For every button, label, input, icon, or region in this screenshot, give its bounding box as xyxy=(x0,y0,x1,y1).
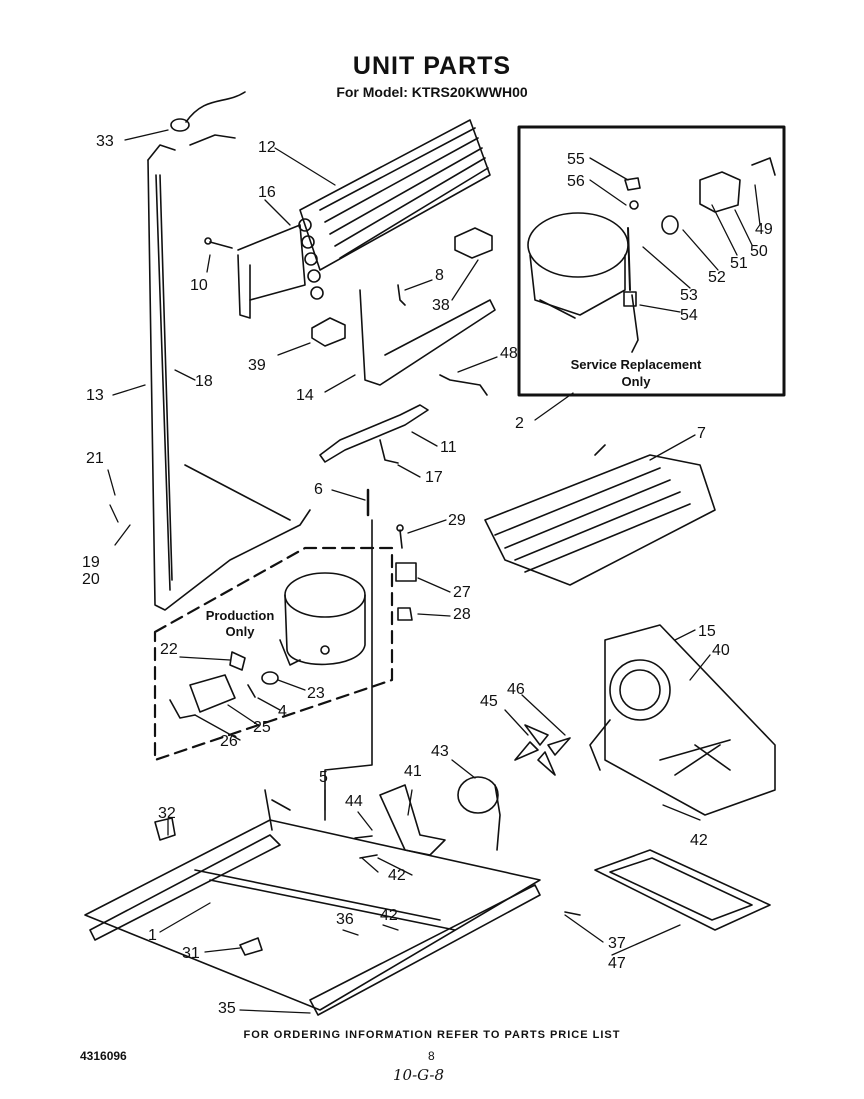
sensor-33 xyxy=(170,118,190,132)
leader-lines xyxy=(107,129,761,1014)
callout-47: 47 xyxy=(608,955,626,972)
model-subtitle: For Model: KTRS20KWWH00 xyxy=(336,84,528,100)
callout-20: 20 xyxy=(82,571,100,588)
callout-45: 45 xyxy=(480,693,498,710)
callout-43: 43 xyxy=(431,743,449,760)
callout-54: 54 xyxy=(680,307,698,324)
page-title: UNIT PARTS xyxy=(352,52,512,80)
clip-31 xyxy=(239,937,263,956)
compressor-service xyxy=(527,212,639,353)
callout-26: 26 xyxy=(220,733,238,750)
callout-11: 11 xyxy=(440,439,457,456)
tube-14 xyxy=(359,289,496,386)
callout-32: 32 xyxy=(158,805,176,822)
callout-16: 16 xyxy=(258,184,276,201)
callout-48: 48 xyxy=(500,345,518,362)
block-38 xyxy=(454,227,493,259)
callout-1: 1 xyxy=(148,927,157,944)
callout-56: 56 xyxy=(567,173,585,190)
block-39 xyxy=(311,317,346,347)
callout-29: 29 xyxy=(448,512,466,529)
callout-19: 19 xyxy=(82,554,100,571)
callout-41: 41 xyxy=(404,763,422,780)
callout-55: 55 xyxy=(567,151,585,168)
production-box-label-line1: Production xyxy=(206,608,275,623)
callout-49: 49 xyxy=(755,221,773,238)
condenser-coil-12 xyxy=(237,119,491,319)
callout-28: 28 xyxy=(453,606,471,623)
service-replacement-box xyxy=(517,125,786,397)
callout-23: 23 xyxy=(307,685,325,702)
callout-7: 7 xyxy=(697,425,706,442)
clip-32 xyxy=(154,817,176,841)
callout-52: 52 xyxy=(708,269,726,286)
evaporator-7 xyxy=(484,444,716,586)
callout-33: 33 xyxy=(96,133,114,150)
base-frame-1 xyxy=(84,789,541,1016)
callout-13: 13 xyxy=(86,387,104,404)
callout-51: 51 xyxy=(730,255,748,272)
ordering-note: FOR ORDERING INFORMATION REFER TO PARTS … xyxy=(243,1029,621,1041)
callout-5: 5 xyxy=(319,769,328,786)
compressor-production xyxy=(279,572,366,666)
relay-50 xyxy=(699,171,741,213)
callout-46: 46 xyxy=(507,681,525,698)
callout-25: 25 xyxy=(253,719,271,736)
drier-11 xyxy=(319,404,429,463)
callout-31: 31 xyxy=(182,945,200,962)
grommet-22 xyxy=(229,651,246,671)
production-only-box xyxy=(153,546,394,762)
callout-15: 15 xyxy=(698,623,716,640)
tube-loop xyxy=(147,159,311,611)
callout-39: 39 xyxy=(248,357,266,374)
callout-10: 10 xyxy=(190,277,208,294)
callout-44: 44 xyxy=(345,793,363,810)
handwritten-note: 10-G-8 xyxy=(393,1066,445,1084)
callout-42-motor: 42 xyxy=(388,867,406,884)
callout-22: 22 xyxy=(160,641,178,658)
callout-50: 50 xyxy=(750,243,768,260)
fan-motor-43 xyxy=(457,776,499,814)
service-box-label-line1: Service Replacement xyxy=(571,357,702,372)
callout-4: 4 xyxy=(278,703,287,720)
callout-40: 40 xyxy=(712,642,730,659)
production-box-label-line2: Only xyxy=(226,624,256,639)
service-box-label-line2: Only xyxy=(622,374,652,389)
callout-17: 17 xyxy=(425,469,443,486)
tube-top xyxy=(147,144,176,161)
callout-14: 14 xyxy=(296,387,314,404)
callout-42-right: 42 xyxy=(690,832,708,849)
callout-18: 18 xyxy=(195,373,213,390)
callout-27: 27 xyxy=(453,584,471,601)
drain-pan-47 xyxy=(594,849,771,931)
callout-6: 6 xyxy=(314,481,323,498)
relay-27 xyxy=(395,562,417,582)
terminal-25 xyxy=(189,674,236,713)
document-number: 4316096 xyxy=(80,1049,127,1063)
callout-53: 53 xyxy=(680,287,698,304)
callout-37: 37 xyxy=(608,935,626,952)
fan-blade-45 xyxy=(514,724,571,776)
callout-35: 35 xyxy=(218,1000,236,1017)
callout-42-base: 42 xyxy=(380,907,398,924)
callout-36: 36 xyxy=(336,911,354,928)
callout-8: 8 xyxy=(435,267,444,284)
callout-12: 12 xyxy=(258,139,276,156)
shroud-40 xyxy=(589,624,776,816)
page-number: 8 xyxy=(428,1049,435,1063)
bracket-41 xyxy=(379,784,446,856)
callout-2: 2 xyxy=(515,415,524,432)
callout-21: 21 xyxy=(86,450,104,467)
callout-38: 38 xyxy=(432,297,450,314)
